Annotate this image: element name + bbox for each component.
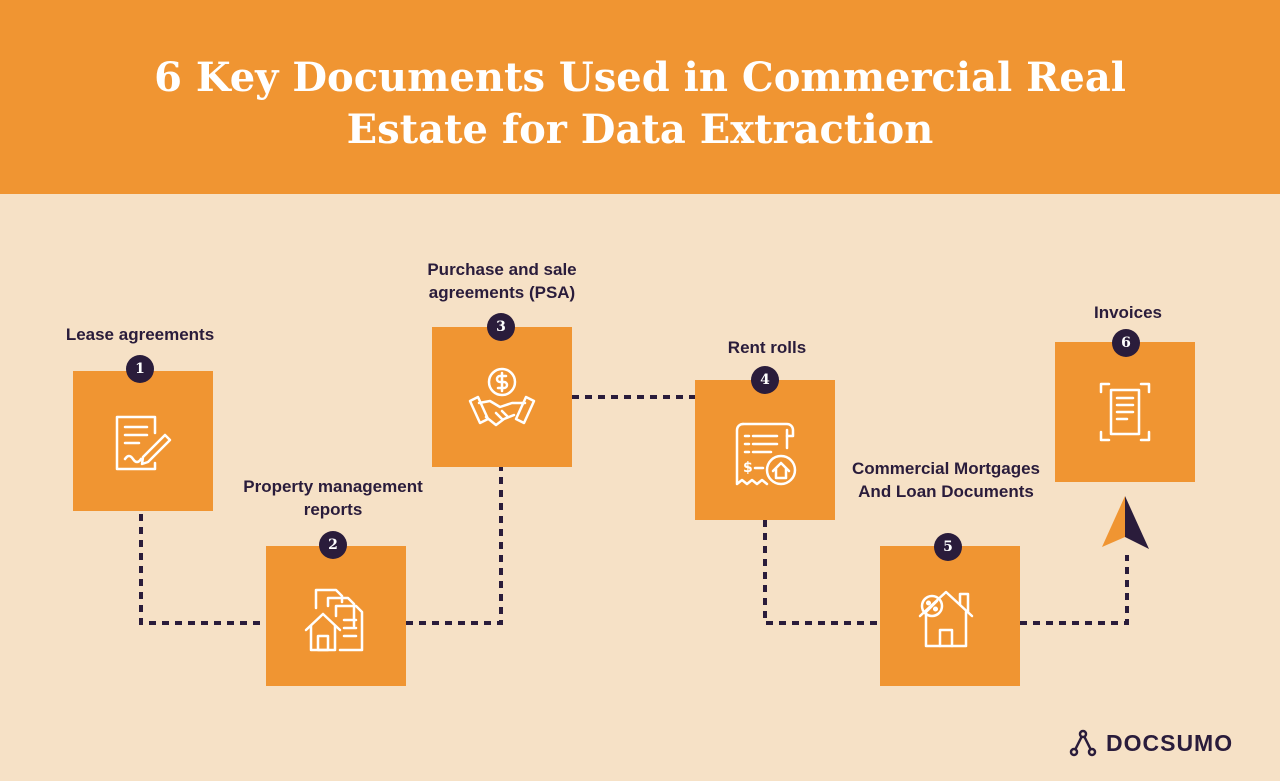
- step-5-badge: 5: [934, 533, 962, 561]
- logo-text: DOCSUMO: [1106, 730, 1234, 756]
- receipt-house-icon: $: [735, 422, 797, 486]
- step-3-box: [432, 327, 572, 467]
- document-pen-icon: [115, 415, 172, 471]
- handshake-dollar-icon: [468, 367, 536, 427]
- connector-5-6: [1020, 555, 1129, 625]
- docsumo-logo-icon: [1069, 729, 1097, 757]
- step-1-box: [73, 371, 213, 511]
- connector-1-2: [139, 514, 266, 625]
- step-5-box: [880, 546, 1020, 686]
- step-6-label: Invoices: [1093, 303, 1163, 322]
- step-6-box: [1055, 342, 1195, 482]
- step-2-box: [266, 546, 406, 686]
- svg-text:$: $: [743, 460, 753, 476]
- house-percent-icon: [918, 590, 974, 648]
- house-documents-icon: [304, 588, 364, 652]
- step-3-badge: 3: [487, 313, 515, 341]
- step-4-badge: 4: [751, 366, 779, 394]
- step-5-label: Commercial Mortgages And Loan Documents: [852, 459, 1040, 501]
- step-2-label: Property management reports: [243, 477, 423, 519]
- header-banner: 6 Key Documents Used in Commercial Real …: [0, 0, 1280, 194]
- step-1-label: Lease agreements: [65, 325, 215, 344]
- step-3-label: Purchase and sale agreements (PSA): [427, 260, 577, 302]
- step-1-badge: 1: [126, 355, 154, 383]
- step-4-label: Rent rolls: [727, 338, 807, 357]
- step-6-badge: 6: [1112, 329, 1140, 357]
- step-4-box: $: [695, 380, 835, 520]
- page-title: 6 Key Documents Used in Commercial Real …: [154, 54, 1126, 153]
- up-arrow-icon: [1102, 496, 1149, 549]
- connector-2-3: [406, 467, 503, 625]
- step-2-badge: 2: [319, 531, 347, 559]
- scan-document-icon: [1099, 382, 1151, 442]
- connector-4-5: [763, 520, 880, 625]
